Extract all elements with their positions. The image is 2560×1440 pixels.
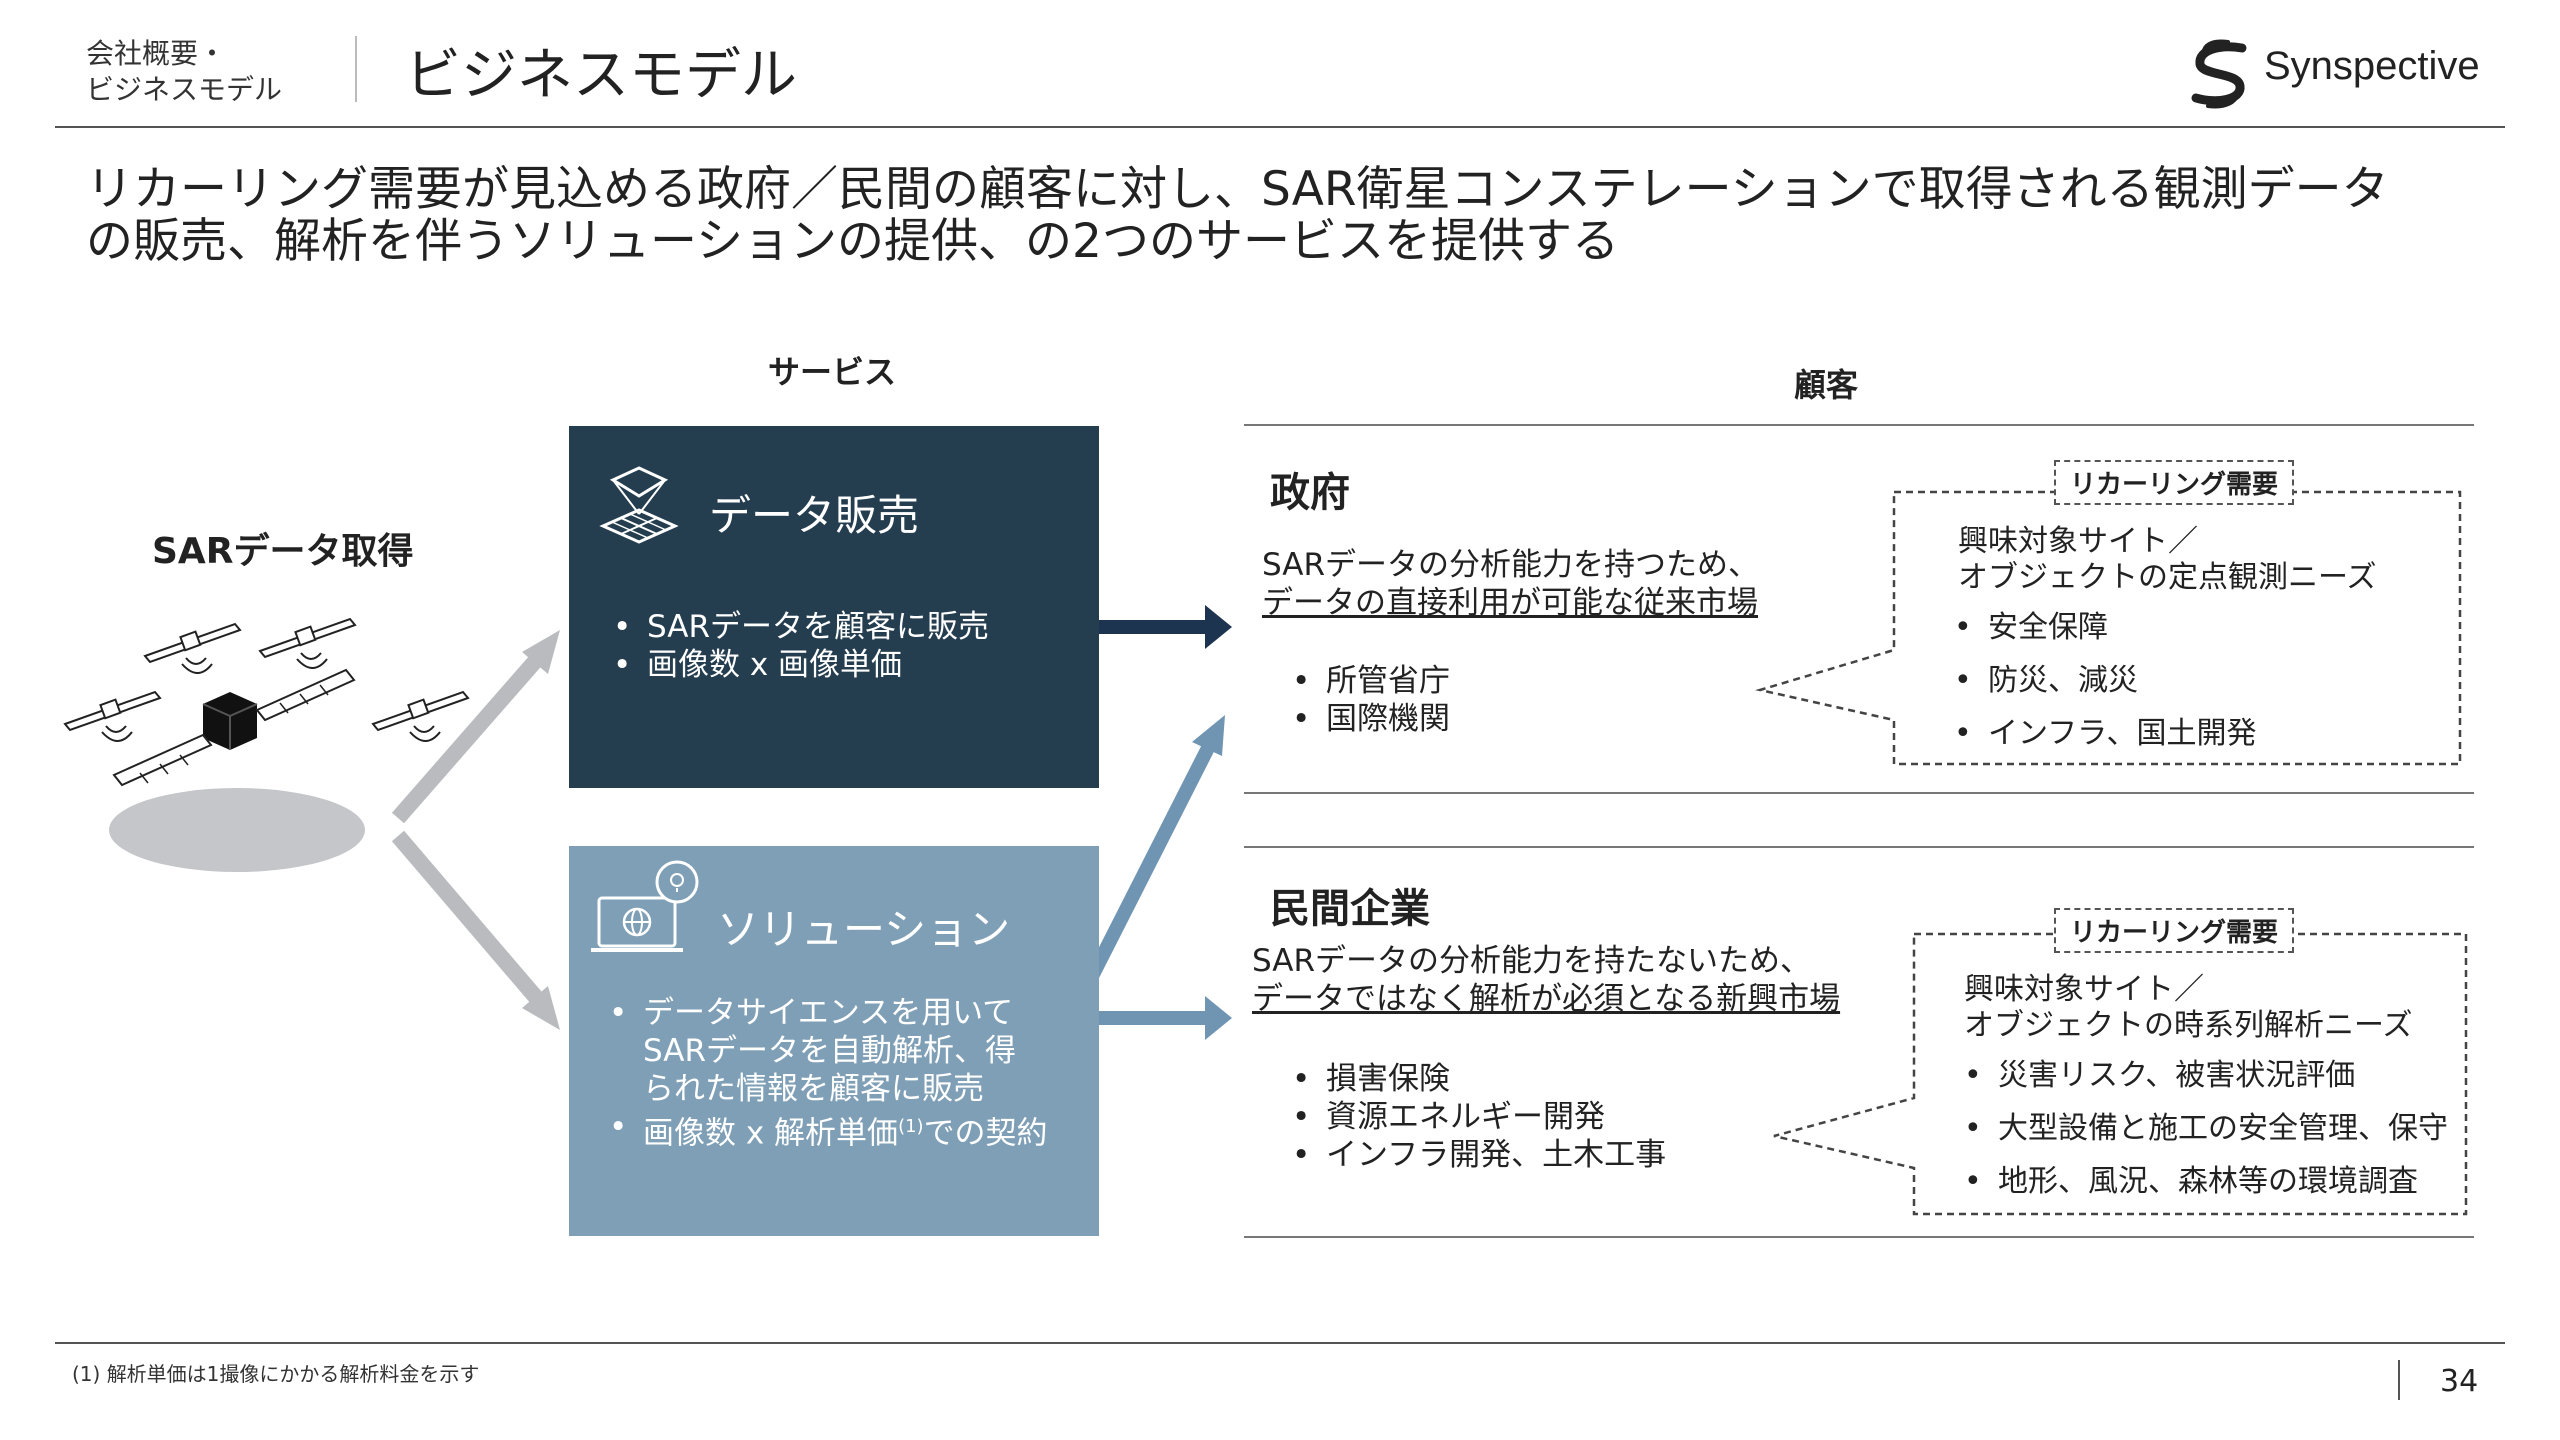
solution-bullet-1-line: SARデータを自動解析、得 [643,1033,1016,1069]
government-needs-line2: オブジェクトの定点観測ニーズ [1958,560,2377,595]
data-sales-bullets: SARデータを顧客に販売 画像数 x 画像単価 [609,608,1089,684]
gray-arrow-up [391,630,560,824]
header-rule [55,126,2505,128]
footnote-marker: (1) [898,1116,924,1137]
private-title: 民間企業 [1270,886,1430,932]
satellite-constellation-illustration [63,617,470,872]
small-satellite-icon [371,690,470,742]
government-desc-line1: SARデータの分析能力を持つため、 [1262,547,1759,583]
small-satellite-icon [63,690,162,742]
data-sales-bullet: 画像数 x 画像単価 [609,646,1089,684]
small-satellite-icon [143,622,242,674]
government-need: 安全保障 [1952,610,2452,663]
earth-ellipse [109,788,365,872]
government-item: 所管省庁 [1288,662,1688,700]
private-need: 地形、風況、森林等の環境調査 [1962,1164,2462,1217]
small-satellite-icon [258,617,357,669]
private-need: 大型設備と施工の安全管理、保守 [1962,1111,2462,1164]
gray-arrow-down [391,830,560,1030]
private-need: 災害リスク、被害状況評価 [1962,1058,2462,1111]
section-label-line1: 会社概要・ [86,37,227,70]
private-needs-heading: 興味対象サイト／ オブジェクトの時系列解析ニーズ [1964,972,2413,1044]
private-needs-callout [1773,932,2468,1216]
satellite-grid-icon [599,466,679,544]
solution-title: ソリューション [717,905,1011,954]
service-label: サービス [768,353,897,391]
blue-arrow-right [1099,996,1232,1040]
recurring-demand-tag: リカーリング需要 [2054,460,2295,505]
data-sales-bullet: SARデータを顧客に販売 [609,608,1089,646]
central-satellite-icon [112,668,356,787]
solution-bullet-2-pre: 画像数 x 解析単価 [643,1115,899,1152]
synspective-logo-icon [2191,39,2247,109]
private-desc-line1: SARデータの分析能力を持たないため、 [1252,943,1811,979]
customer-rule-bottom [1244,1236,2474,1238]
solution-bullet-1-line: られた情報を顧客に販売 [643,1071,984,1107]
customer-rule-top [1244,424,2474,426]
header-divider [355,36,357,102]
government-title: 政府 [1270,470,1350,516]
solution-bullet-2: 画像数 x 解析単価(1)での契約 [605,1108,1095,1152]
section-label-line2: ビジネスモデル [86,73,283,106]
logo-text: Synspective [2264,44,2480,88]
government-needs-line1: 興味対象サイト／ [1958,524,2198,559]
page-number-divider [2398,1360,2400,1400]
solution-bullet-2-post: での契約 [923,1115,1048,1152]
solution-bullet-1: データサイエンスを用いて SARデータを自動解析、得 られた情報を顧客に販売 [605,994,1095,1108]
government-description: SARデータの分析能力を持つため、 データの直接利用が可能な従来市場 [1262,546,1759,622]
private-needs-line2: オブジェクトの時系列解析ニーズ [1964,1008,2413,1043]
private-item: 資源エネルギー開発 [1288,1098,1738,1136]
private-desc-line2: データではなく解析が必須となる新興市場 [1252,981,1841,1017]
government-need: インフラ、国土開発 [1952,716,2452,769]
data-sales-box: データ販売 SARデータを顧客に販売 画像数 x 画像単価 [569,426,1099,788]
recurring-demand-tag: リカーリング需要 [2054,908,2295,953]
blue-arrow-diagonal [1071,715,1225,1008]
private-item: 損害保険 [1288,1060,1738,1098]
customer-rule-gov-bottom [1244,792,2474,794]
solution-box: ソリューション データサイエンスを用いて SARデータを自動解析、得 られた情報… [569,846,1099,1236]
page-number: 34 [2440,1364,2479,1399]
footer-rule [55,1342,2505,1344]
data-sales-title: データ販売 [709,491,920,540]
private-item: インフラ開発、土木工事 [1288,1136,1738,1174]
page-title: ビジネスモデル [405,43,797,108]
footnote: (1) 解析単価は1撮像にかかる解析料金を示す [72,1362,480,1386]
dark-arrow-right [1099,605,1232,649]
government-need: 防災、減災 [1952,663,2452,716]
private-needs-list: 災害リスク、被害状況評価 大型設備と施工の安全管理、保守 地形、風況、森林等の環… [1962,1058,2462,1217]
private-items: 損害保険 資源エネルギー開発 インフラ開発、土木工事 [1288,1060,1738,1174]
government-needs-heading: 興味対象サイト／ オブジェクトの定点観測ニーズ [1958,524,2377,596]
headline-line2: の販売、解析を伴うソリューションの提供、の2つのサービスを提供する [86,214,1619,269]
solution-bullets: データサイエンスを用いて SARデータを自動解析、得 られた情報を顧客に販売 画… [605,994,1095,1152]
section-label: 会社概要・ ビジネスモデル [86,36,346,108]
laptop-globe-icon [591,860,699,952]
government-items: 所管省庁 国際機関 [1288,662,1688,738]
customer-label: 顧客 [1794,366,1859,404]
solution-bullet-1-line: データサイエンスを用いて [643,995,1014,1031]
private-description: SARデータの分析能力を持たないため、 データではなく解析が必須となる新興市場 [1252,942,1840,1018]
headline: リカーリング需要が見込める政府／民間の顧客に対し、SAR衛星コンステレーションで… [86,164,2486,268]
government-needs-list: 安全保障 防災、減災 インフラ、国土開発 [1952,610,2452,769]
government-item: 国際機関 [1288,700,1688,738]
private-needs-line1: 興味対象サイト／ [1964,972,2204,1007]
customer-rule-private-top [1244,846,2474,848]
sar-acquisition-label: SARデータ取得 [152,531,414,572]
headline-line1: リカーリング需要が見込める政府／民間の顧客に対し、SAR衛星コンステレーションで… [86,162,2389,217]
government-desc-line2: データの直接利用が可能な従来市場 [1262,585,1758,621]
